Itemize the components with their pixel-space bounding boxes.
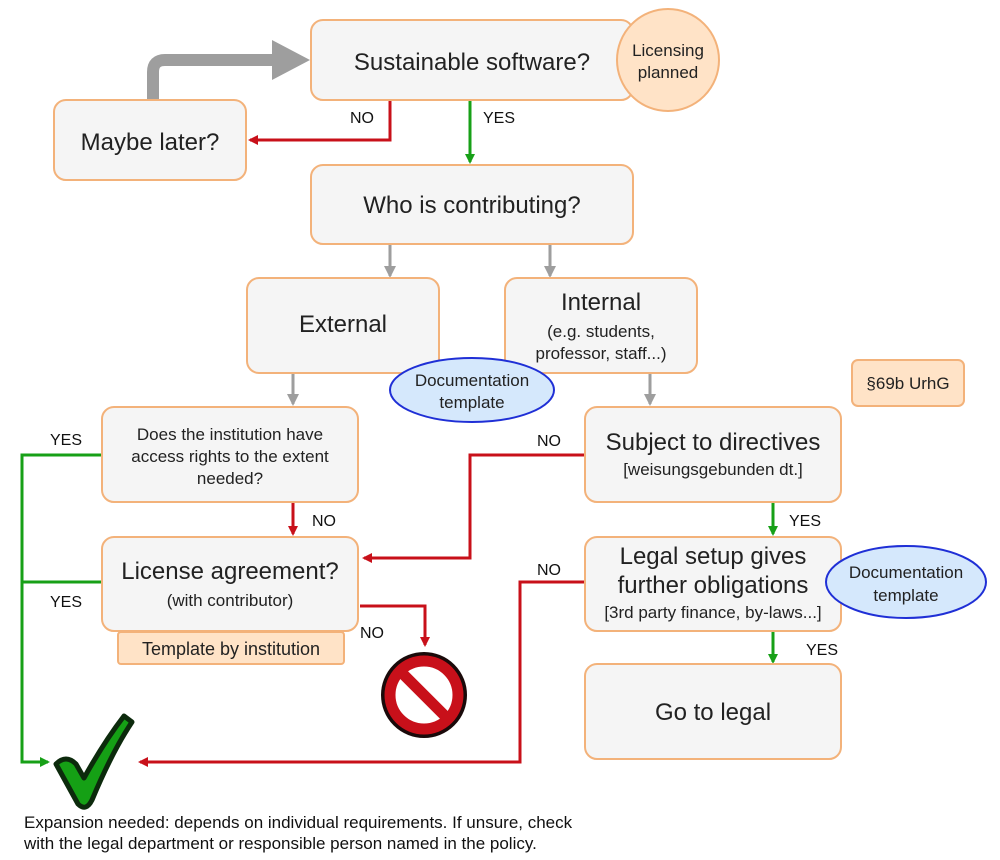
node-go-to-legal: Go to legal [584, 663, 842, 760]
svg-text:Legal setup gives: Legal setup gives [620, 543, 807, 570]
label-license-yes: YES [50, 594, 82, 611]
svg-text:professor, staff...): professor, staff...) [535, 344, 666, 363]
footer-line-1: Expansion needed: depends on individual … [24, 813, 573, 832]
node-maybe-later: Maybe later? [53, 99, 247, 181]
svg-text:Who is contributing?: Who is contributing? [363, 192, 580, 219]
paragraph-69b-badge: §69b UrhG [851, 359, 965, 407]
svg-text:planned: planned [638, 63, 699, 82]
template-by-institution-badge: Template by institution [117, 631, 345, 665]
label-license-no: NO [360, 625, 384, 642]
node-external: External [246, 277, 440, 374]
prohibited-icon [381, 652, 467, 738]
footer-line-2: with the legal department or responsible… [24, 834, 537, 853]
svg-text:Documentation: Documentation [415, 371, 529, 390]
svg-text:Go to legal: Go to legal [655, 699, 771, 726]
node-internal: Internal (e.g. students, professor, staf… [504, 277, 698, 374]
svg-text:needed?: needed? [197, 469, 263, 488]
svg-text:External: External [299, 311, 387, 338]
svg-text:Does the institution have: Does the institution have [137, 425, 323, 444]
edge-legal-no [138, 580, 584, 767]
svg-text:Maybe later?: Maybe later? [81, 129, 220, 156]
node-license-agreement: License agreement? (with contributor) [101, 536, 359, 632]
label-subject-no: NO [537, 433, 561, 450]
footer-note: Expansion needed: depends on individual … [24, 812, 704, 854]
svg-text:Sustainable software?: Sustainable software? [354, 49, 590, 76]
label-subject-yes: YES [789, 513, 821, 530]
label-legal-no: NO [537, 562, 561, 579]
label-sustainable-no: NO [350, 110, 374, 127]
label-access-no: NO [312, 513, 336, 530]
svg-text:access rights to the extent: access rights to the extent [131, 447, 329, 466]
svg-text:Documentation: Documentation [849, 563, 963, 582]
node-sustainable-software: Sustainable software? [310, 19, 634, 101]
svg-text:Subject to directives: Subject to directives [606, 429, 821, 456]
edge-license-no [360, 604, 430, 647]
node-who-is-contributing: Who is contributing? [310, 164, 634, 245]
svg-text:further obligations: further obligations [618, 572, 809, 599]
documentation-template-badge-1: Documentation template [389, 357, 555, 423]
label-access-yes: YES [50, 432, 82, 449]
node-subject-to-directives: Subject to directives [weisungsgebunden … [584, 406, 842, 503]
edge-subject-no [362, 453, 584, 563]
svg-text:template: template [439, 393, 504, 412]
node-legal-setup: Legal setup gives further obligations [3… [584, 536, 842, 632]
svg-text:Template by institution: Template by institution [142, 639, 320, 659]
svg-text:[weisungsgebunden dt.]: [weisungsgebunden dt.] [623, 460, 803, 479]
svg-text:(e.g. students,: (e.g. students, [547, 322, 655, 341]
label-sustainable-yes: YES [483, 110, 515, 127]
documentation-template-badge-2: Documentation template [825, 545, 987, 619]
arrow-maybe-later-head [272, 40, 310, 80]
svg-text:(with contributor): (with contributor) [167, 591, 294, 610]
svg-text:§69b UrhG: §69b UrhG [866, 374, 949, 393]
label-legal-yes: YES [806, 642, 838, 659]
licensing-planned-badge: Licensing planned [616, 8, 720, 112]
svg-text:License agreement?: License agreement? [121, 558, 338, 585]
svg-text:[3rd party finance, by-laws...: [3rd party finance, by-laws...] [604, 603, 821, 622]
svg-text:Licensing: Licensing [632, 41, 704, 60]
arrow-maybe-later-to-sustainable [147, 54, 280, 100]
edge-access-yes [20, 453, 102, 767]
checkmark-icon [53, 713, 135, 810]
edge-sustainable-no [248, 100, 392, 145]
node-access-rights: Does the institution have access rights … [101, 406, 359, 503]
svg-text:template: template [873, 586, 938, 605]
svg-text:Internal: Internal [561, 289, 641, 316]
